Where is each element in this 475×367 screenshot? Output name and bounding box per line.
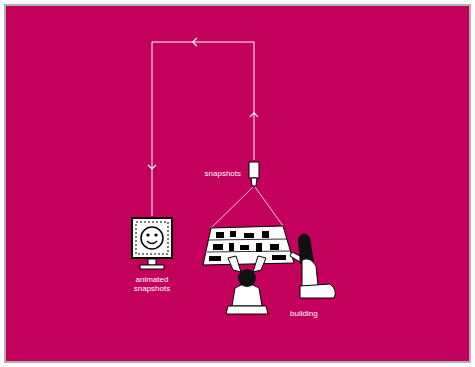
arrow-head	[148, 165, 156, 169]
flow-chevron	[250, 113, 258, 117]
connector-line	[152, 42, 254, 216]
smile	[147, 241, 157, 244]
monitor-shape	[122, 216, 182, 272]
monitor-label: animated snapshots	[122, 275, 182, 293]
flow-chevron	[193, 38, 197, 46]
face	[141, 227, 163, 249]
building-board	[203, 226, 294, 265]
view-line	[211, 187, 253, 228]
screen-grid	[136, 222, 168, 254]
camera-body	[249, 162, 259, 178]
background	[5, 5, 470, 362]
monitor-node: animated snapshots	[122, 216, 182, 293]
camera-node: snapshots	[245, 160, 263, 188]
feedback-loop-arrow	[148, 38, 258, 216]
eye	[146, 233, 149, 236]
monitor-stand	[148, 259, 156, 265]
eye	[154, 233, 157, 236]
monitor-base	[140, 265, 164, 269]
monitor-screen	[132, 218, 172, 258]
camera-shape	[245, 160, 263, 188]
camera-label: snapshots	[201, 169, 241, 178]
camera-lens	[251, 178, 257, 186]
child-right	[290, 233, 335, 298]
view-line	[255, 187, 283, 226]
activity-label: building	[290, 309, 318, 318]
child-front	[226, 256, 268, 314]
